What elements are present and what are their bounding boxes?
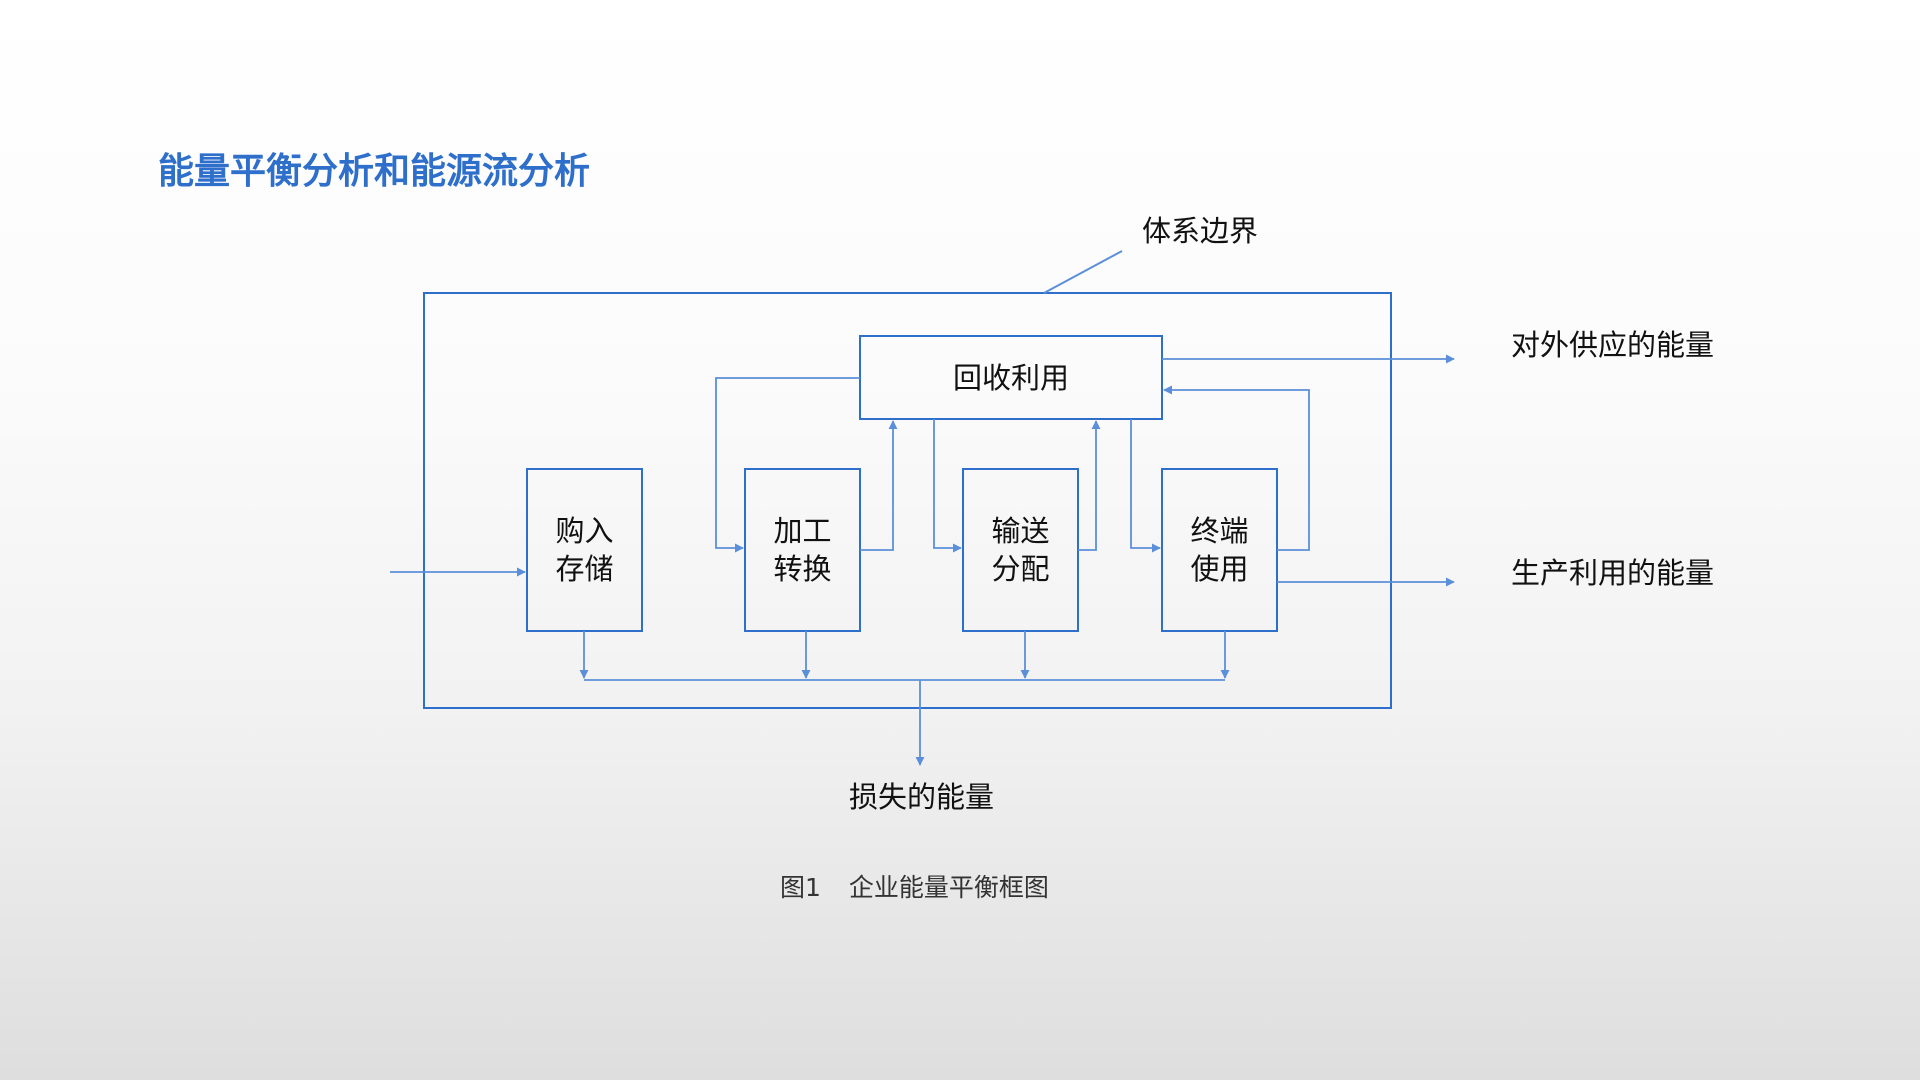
recycle-to-enduse-arrow	[1130, 419, 1161, 553]
caption-number: 图1	[780, 873, 821, 902]
node-transport-line2: 分配	[991, 552, 1050, 586]
boundary-leader-line	[1043, 250, 1123, 294]
loss-label: 损失的能量	[849, 780, 995, 814]
recycle-to-transport-arrow	[933, 419, 962, 553]
node-enduse-label: 终端 使用	[1162, 469, 1277, 631]
node-process-line2: 转换	[773, 552, 832, 586]
transport-to-recycle-arrow	[1078, 420, 1101, 551]
system-boundary-label: 体系边界	[1142, 214, 1259, 248]
external-supply-label: 对外供应的能量	[1511, 328, 1715, 362]
figure-caption: 图1 企业能量平衡框图	[780, 868, 1049, 904]
page-title: 能量平衡分析和能源流分析	[158, 150, 591, 192]
caption-text: 企业能量平衡框图	[848, 873, 1049, 902]
node-purchase-label: 购入 存储	[527, 469, 642, 631]
node-purchase-line2: 存储	[555, 552, 614, 586]
production-use-label: 生产利用的能量	[1511, 556, 1715, 590]
process-to-recycle-arrow	[860, 420, 898, 551]
node-transport-line1: 输送	[991, 514, 1050, 548]
system-boundary	[423, 292, 1392, 709]
node-process-label: 加工 转换	[745, 469, 860, 631]
node-purchase-line1: 购入	[555, 514, 614, 548]
recycle-to-process-arrow	[715, 377, 860, 553]
node-transport-label: 输送 分配	[963, 469, 1078, 631]
node-enduse-line1: 终端	[1190, 514, 1249, 548]
node-recycle-label: 回收利用	[860, 336, 1162, 419]
node-enduse-line2: 使用	[1190, 552, 1249, 586]
node-process-line1: 加工	[773, 514, 832, 548]
node-recycle-text: 回收利用	[952, 360, 1069, 395]
enduse-to-recycle-arrow	[1163, 385, 1310, 551]
